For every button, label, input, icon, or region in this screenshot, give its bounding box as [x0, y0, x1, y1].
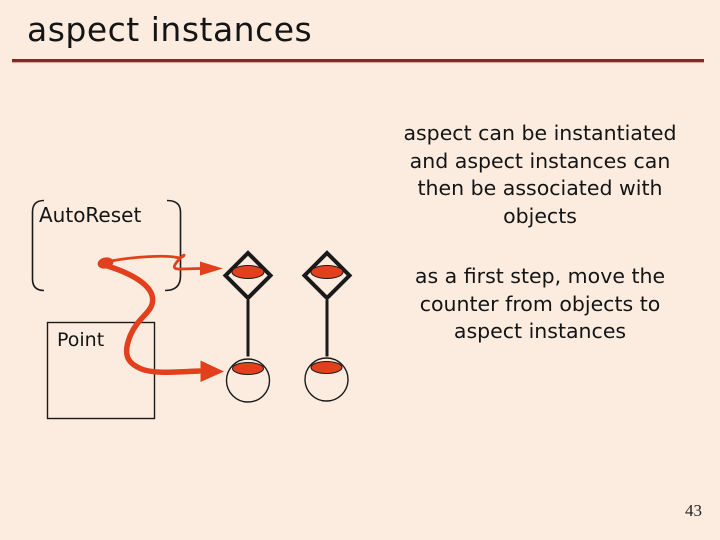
page-number: 43: [685, 501, 702, 520]
counter-ellipse-diamond-1: [231, 265, 265, 279]
instantiate-arrowhead: [200, 261, 223, 276]
counter-ellipse-circle-1: [232, 362, 264, 375]
instantiate-arrow: [109, 253, 202, 271]
autoreset-bracket-right: [164, 199, 182, 292]
autoreset-label: AutoReset: [39, 203, 142, 227]
object-circle-1: [225, 358, 271, 403]
autoreset-bracket-left: [31, 199, 45, 292]
move-counter-arrow: [104, 263, 202, 375]
slide-title: aspect instances: [27, 10, 313, 49]
counter-ellipse-circle-2: [310, 361, 343, 374]
note-first-step: as a first step, move the counter from o…: [414, 264, 666, 343]
point-label: Point: [57, 329, 105, 351]
object-circle-2: [304, 357, 349, 402]
counter-ellipse-diamond-2: [310, 265, 344, 279]
title-underline: [12, 59, 704, 63]
note-instantiation: aspect can be instantiated and aspect in…: [403, 121, 677, 228]
aspect-instance-diamond-1: [222, 250, 274, 301]
move-counter-arrowhead: [200, 360, 224, 382]
aspect-instance-diamond-2: [301, 250, 353, 301]
